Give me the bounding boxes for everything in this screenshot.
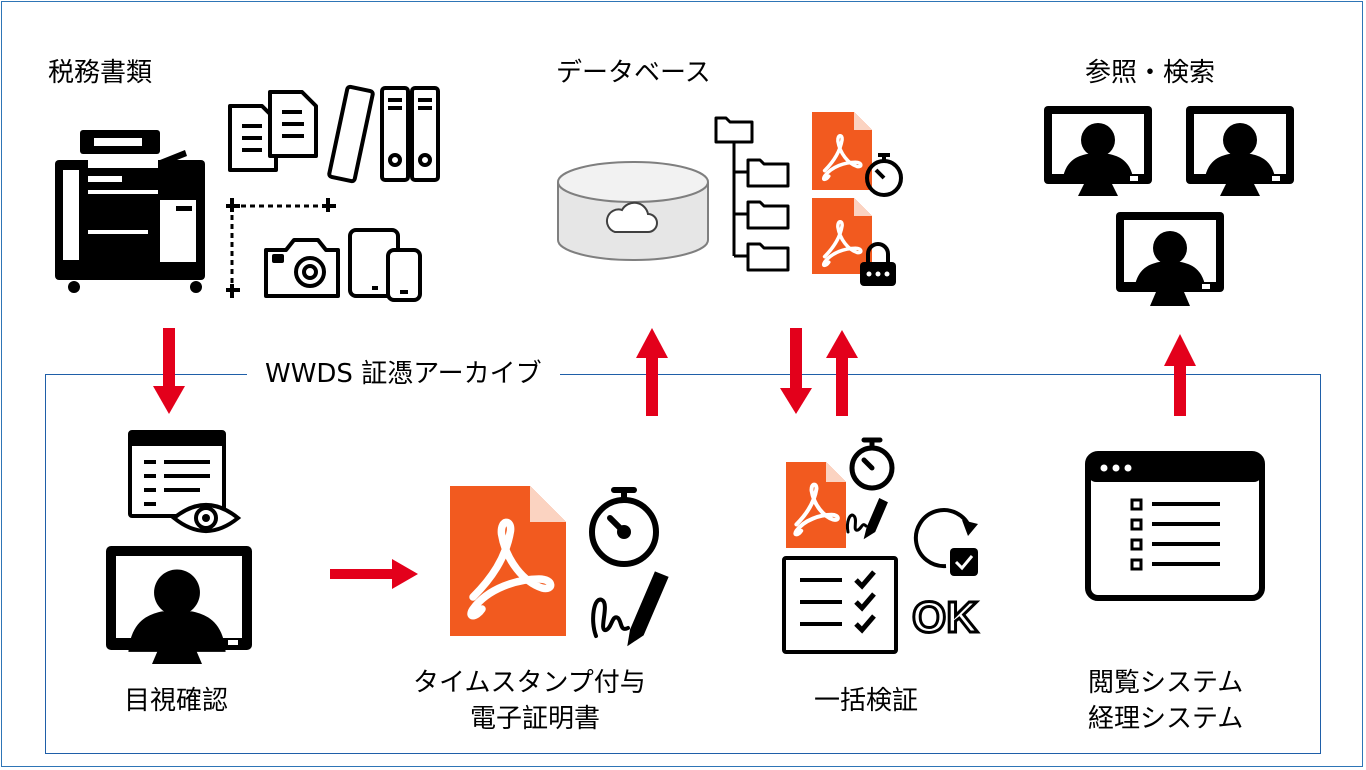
tax-documents-label: 税務書類: [48, 58, 153, 88]
refresh-check-icon: [913, 508, 978, 576]
pdf-icon: [450, 486, 566, 636]
pdf-icon: [812, 198, 872, 274]
arrow-down-icon: [780, 328, 812, 414]
accounting-system-label: 経理システム: [1088, 704, 1244, 734]
user-monitor-icon: [1116, 212, 1224, 306]
arrow-right-icon: [330, 559, 418, 589]
signature-pen-icon: [846, 497, 888, 540]
pdf-icon: [812, 112, 872, 190]
stopwatch-icon: [589, 487, 659, 567]
user-monitor-icon: [1044, 106, 1152, 196]
stopwatch-icon: [849, 437, 895, 491]
batch-verify-label: 一括検証: [814, 686, 919, 716]
arrow-up-icon: [826, 330, 858, 416]
scan-frame-icon: [226, 198, 336, 298]
arrow-up-icon: [636, 328, 668, 416]
arrow-down-icon: [153, 328, 185, 414]
certificate-label: 電子証明書: [470, 704, 601, 734]
copier-icon: [55, 130, 205, 293]
viewer-system-label: 閲覧システム: [1088, 668, 1244, 698]
archive-box: [45, 374, 1321, 754]
database-label: データベース: [556, 58, 711, 88]
folder-tree-icon: [714, 116, 790, 272]
eye-document-icon: [128, 430, 242, 533]
reference-search-label: 参照・検索: [1085, 58, 1216, 88]
ok-badge: OK: [912, 593, 978, 642]
user-monitor-icon: [106, 546, 252, 664]
stopwatch-icon: [865, 153, 903, 197]
signature-pen-icon: [591, 571, 669, 647]
timestamp-label: タイムスタンプ付与: [413, 668, 646, 698]
smartphone-icon: [386, 248, 422, 302]
visual-check-label: 目視確認: [124, 686, 229, 716]
browser-list-icon: [1085, 451, 1265, 601]
checklist-icon: [782, 556, 898, 654]
pdf-icon: [786, 462, 846, 548]
camera-icon: [264, 238, 340, 298]
archive-title: WWDS 証憑アーカイブ: [247, 356, 560, 392]
arrow-up-icon: [1164, 334, 1196, 416]
cloud-database-icon: [557, 161, 709, 261]
user-monitor-icon: [1186, 106, 1294, 196]
binders-icon: [327, 84, 440, 184]
documents-icon: [228, 90, 318, 172]
lock-icon: [860, 242, 896, 286]
